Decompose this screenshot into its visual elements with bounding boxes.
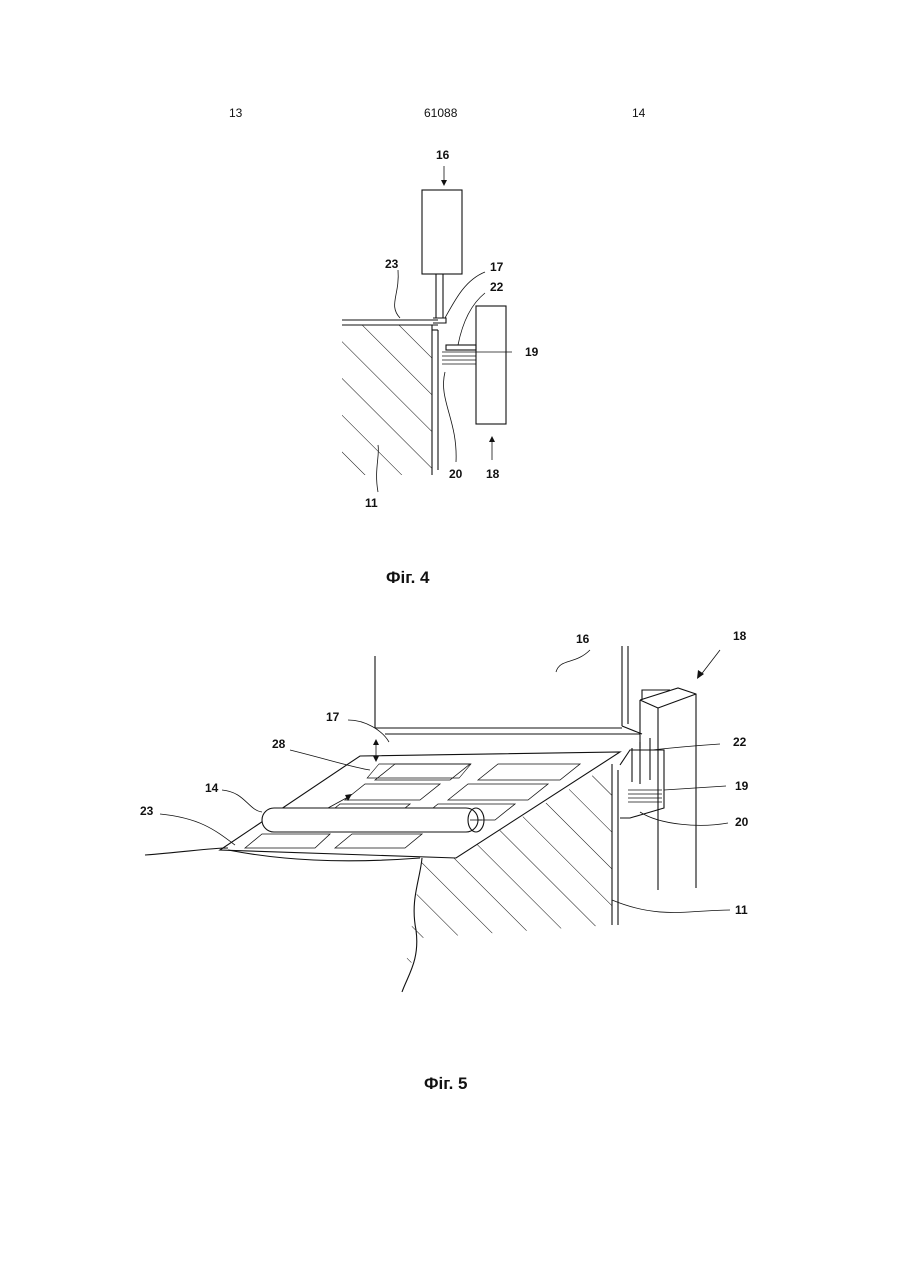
fig5-label-28: 28: [272, 737, 286, 751]
fig5-label-17: 17: [326, 710, 340, 724]
figure-4: 16 23 17 22 19 20 18 11: [342, 148, 539, 510]
fig4-label-11: 11: [365, 496, 378, 510]
fig5-label-14: 14: [205, 781, 219, 795]
figure-5: 16 18 17 28 22 14 19 23 20 11: [140, 629, 749, 992]
fig5-label-23: 23: [140, 804, 154, 818]
fig4-label-22: 22: [490, 280, 504, 294]
fig5-label-16: 16: [576, 632, 590, 646]
fig5-roll-14: [262, 808, 478, 832]
fig4-label-17: 17: [490, 260, 504, 274]
figure-5-caption: Фіг. 5: [424, 1074, 468, 1094]
fig5-label-22: 22: [733, 735, 747, 749]
fig4-label-19: 19: [525, 345, 539, 359]
figure-4-caption: Фіг. 4: [386, 568, 430, 588]
fig4-unit-18: [476, 306, 506, 424]
fig4-label-18: 18: [486, 467, 500, 481]
fig5-label-11: 11: [735, 903, 748, 917]
fig5-label-20: 20: [735, 815, 749, 829]
fig4-label-20: 20: [449, 467, 463, 481]
fig4-body-11: [342, 325, 432, 475]
fig4-label-23: 23: [385, 257, 399, 271]
fig5-label-18: 18: [733, 629, 747, 643]
fig4-label-16: 16: [436, 148, 450, 162]
fig4-unit-16: [422, 190, 462, 274]
fig5-label-19: 19: [735, 779, 749, 793]
